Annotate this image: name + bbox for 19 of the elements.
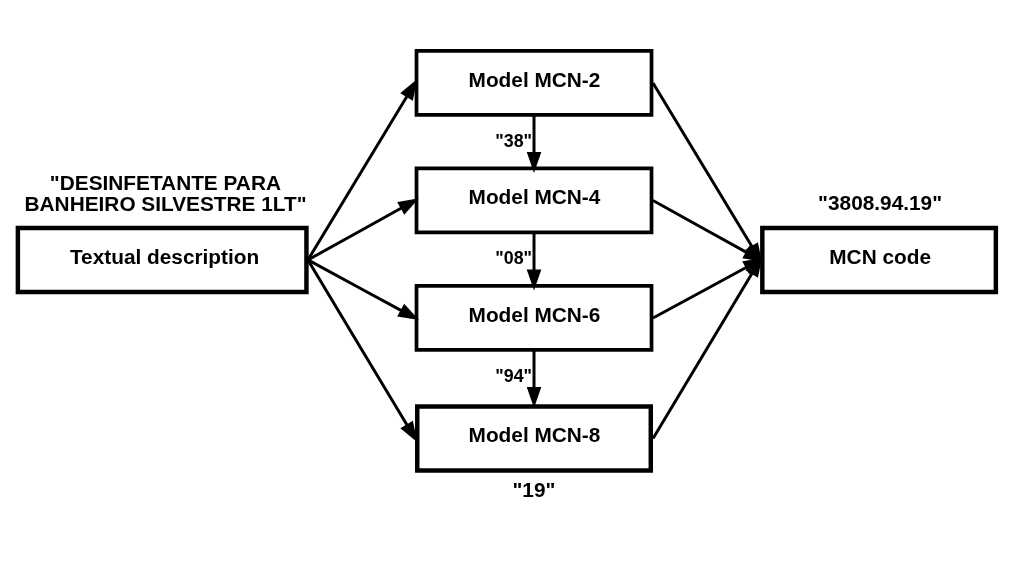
arrow xyxy=(306,259,418,443)
arrow xyxy=(526,114,542,173)
node-box: MCN code xyxy=(760,225,999,295)
node-label: "DESINFETANTE PARA BANHEIRO SILVESTRE 1LT" xyxy=(24,171,307,216)
node-box: Model MCN-2 xyxy=(414,49,654,117)
arrow xyxy=(526,349,542,408)
arrow xyxy=(526,232,542,291)
node-box: Model MCN-4 xyxy=(414,166,654,235)
edge-label: "08" xyxy=(495,248,533,269)
arrow xyxy=(307,198,419,262)
node-box: Model MCN-6 xyxy=(414,284,654,352)
edge-label: "38" xyxy=(495,130,533,151)
edge-label: "94" xyxy=(495,365,533,386)
arrow xyxy=(307,258,419,321)
node-box: Textual description xyxy=(15,225,309,295)
node-label: "19" xyxy=(512,477,556,501)
node-label: "3808.94.19" xyxy=(818,190,943,214)
node-box: Model MCN-8 xyxy=(415,404,653,473)
arrow xyxy=(306,79,418,261)
